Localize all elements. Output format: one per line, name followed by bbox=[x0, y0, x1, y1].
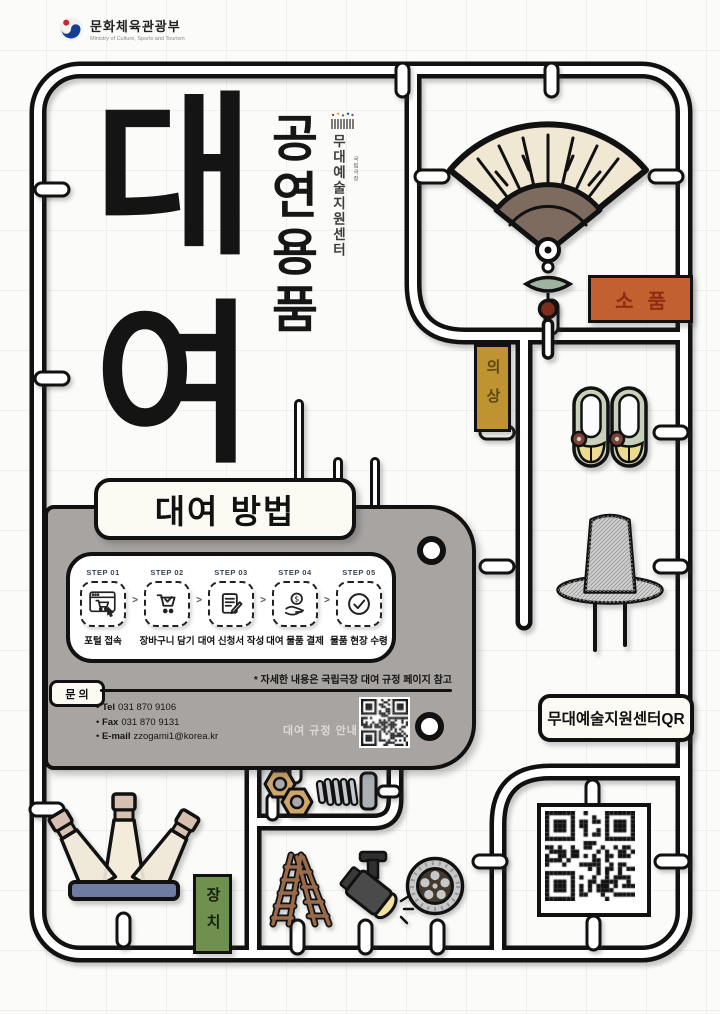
step-2-label: 장바구니 담기 bbox=[139, 636, 195, 647]
step-separator: > bbox=[132, 595, 138, 606]
traditional-shoes-icon bbox=[570, 386, 648, 468]
step-2-number: STEP 02 bbox=[150, 568, 184, 577]
gov-logo: 문화체육관광부 Ministry of Culture, Sports and … bbox=[58, 16, 185, 42]
title-char-yeo: 여 bbox=[94, 289, 255, 484]
gov-name: 문화체육관광부 bbox=[90, 19, 181, 34]
inquiry-label: 문 의 bbox=[49, 680, 105, 707]
inquiry-divider bbox=[100, 689, 452, 692]
tag-costume: 의상 bbox=[474, 344, 511, 432]
stage-lights-icon bbox=[47, 792, 201, 901]
rules-qr-code bbox=[359, 697, 410, 748]
hex-nuts-icon bbox=[263, 769, 314, 817]
step-2: STEP 02 장바구니 담기 bbox=[139, 568, 195, 647]
step-4-label: 대여 물품 결제 bbox=[266, 636, 324, 647]
spotlight-icon bbox=[339, 850, 415, 925]
step-3-label: 대여 신청서 작성 bbox=[197, 636, 265, 647]
qr-code-image bbox=[545, 811, 635, 901]
step-1-label: 포털 접속 bbox=[84, 636, 122, 647]
document-pencil-icon bbox=[208, 581, 254, 627]
cart-check-icon bbox=[144, 581, 191, 627]
step-5-label: 물품 현장 수령 bbox=[330, 636, 388, 647]
step-1-number: STEP 01 bbox=[86, 568, 120, 577]
rental-note: * 자세한 내용은 국립극장 대여 규정 페이지 참고 bbox=[253, 675, 452, 686]
step-1: STEP 01 포털 접속 bbox=[75, 568, 131, 647]
step-3: STEP 03 대여 신청서 작성 bbox=[198, 568, 264, 647]
panel-hole-bottom bbox=[415, 712, 444, 741]
poster-subtitle: 공연용품 bbox=[263, 112, 319, 340]
gov-name-en: Ministry of Culture, Sports and Tourism bbox=[90, 36, 185, 42]
title-char-dae: 대 bbox=[94, 81, 255, 276]
svg-text:$: $ bbox=[294, 594, 299, 604]
panel-hole-top bbox=[417, 536, 446, 565]
gov-emblem-icon bbox=[59, 17, 83, 41]
org-logo-name: 무대예술지원센터 bbox=[330, 134, 346, 258]
bolt-icon bbox=[315, 771, 378, 811]
step-5: STEP 05 물품 현장 수령 bbox=[330, 568, 388, 647]
step-4-number: STEP 04 bbox=[278, 568, 312, 577]
rental-steps: STEP 01 포털 접속 > STEP 02 장바구니 담기 > STEP bbox=[66, 552, 396, 663]
center-qr-code bbox=[537, 803, 651, 917]
org-logo-icon bbox=[330, 112, 356, 135]
ladder-icon bbox=[269, 851, 333, 928]
step-separator: > bbox=[196, 595, 202, 606]
browser-cart-icon bbox=[80, 581, 127, 627]
step-separator: > bbox=[324, 595, 330, 606]
hand-coin-icon: $ bbox=[271, 581, 318, 627]
step-5-number: STEP 05 bbox=[342, 568, 376, 577]
check-circle-icon bbox=[335, 581, 382, 627]
gat-hat-icon bbox=[556, 513, 664, 652]
fan-icon bbox=[447, 121, 649, 360]
step-4: STEP 04 $ 대여 물품 결제 bbox=[266, 568, 324, 647]
org-logo-subname: 국립극장 bbox=[352, 156, 358, 182]
wheel-icon bbox=[405, 856, 465, 916]
step-3-number: STEP 03 bbox=[214, 568, 248, 577]
tag-props: 소품 bbox=[588, 275, 693, 323]
tag-device: 장치 bbox=[193, 874, 232, 954]
rental-method-title: 대여 방법 bbox=[94, 478, 356, 540]
step-separator: > bbox=[260, 595, 266, 606]
center-qr-label: 무대예술지원센터QR bbox=[538, 694, 694, 742]
